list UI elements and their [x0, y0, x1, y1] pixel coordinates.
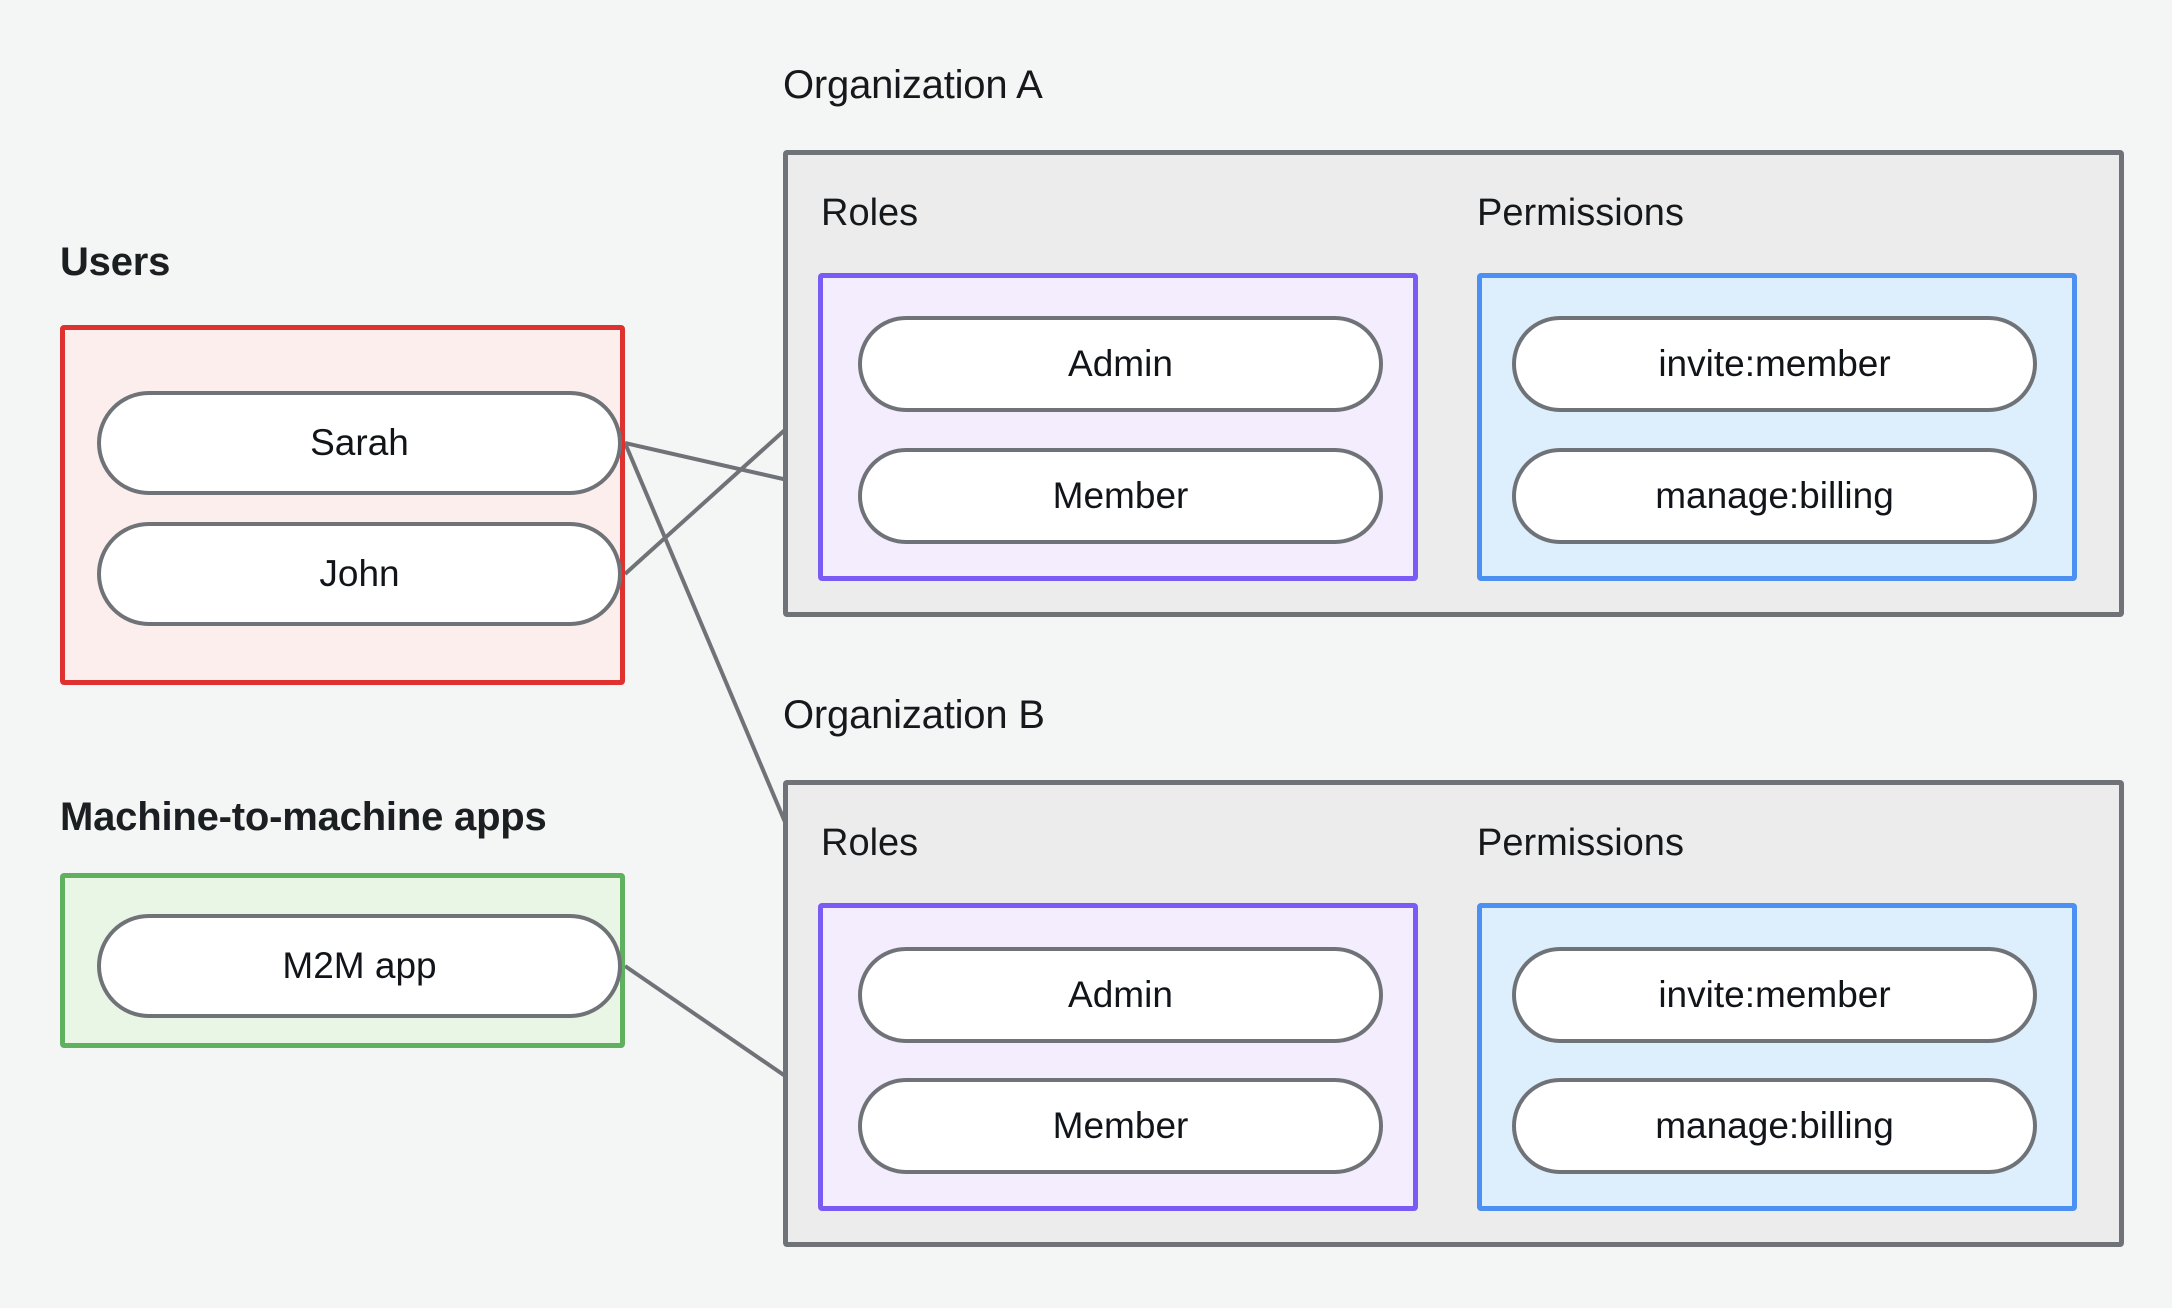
- org-b-role-member-label: Member: [1052, 1105, 1189, 1146]
- org-a-permission-manage-billing[interactable]: manage:billing: [1512, 448, 2037, 544]
- org-a-permissions-label: Permissions: [1477, 192, 1684, 234]
- org-a-role-admin-label: Admin: [1068, 343, 1173, 384]
- org-a-roles-label: Roles: [821, 192, 919, 234]
- m2m-section-label: Machine-to-machine apps: [60, 795, 547, 839]
- org-b-role-admin-label: Admin: [1068, 974, 1173, 1015]
- users-group-box: [60, 325, 625, 685]
- user-node-john-label: John: [319, 553, 400, 594]
- org-b-label: Organization B: [783, 693, 1045, 737]
- org-a-permission-invite-member[interactable]: invite:member: [1512, 316, 2037, 412]
- org-a-label: Organization A: [783, 63, 1043, 107]
- m2m-node-app[interactable]: M2M app: [97, 914, 622, 1018]
- org-a-role-member[interactable]: Member: [858, 448, 1383, 544]
- org-a-permission-invite-member-label: invite:member: [1658, 343, 1891, 384]
- org-a-permission-manage-billing-label: manage:billing: [1655, 475, 1894, 516]
- org-b-permission-invite-member[interactable]: invite:member: [1512, 947, 2037, 1043]
- org-b-role-admin[interactable]: Admin: [858, 947, 1383, 1043]
- org-b-permission-manage-billing-label: manage:billing: [1655, 1105, 1894, 1146]
- user-node-sarah[interactable]: Sarah: [97, 391, 622, 495]
- org-a-role-admin[interactable]: Admin: [858, 316, 1383, 412]
- org-a-role-member-label: Member: [1052, 475, 1189, 516]
- org-b-permissions-label: Permissions: [1477, 822, 1684, 864]
- user-node-sarah-label: Sarah: [310, 422, 409, 463]
- org-b-role-member[interactable]: Member: [858, 1078, 1383, 1174]
- org-b-roles-label: Roles: [821, 822, 919, 864]
- org-b-permission-manage-billing[interactable]: manage:billing: [1512, 1078, 2037, 1174]
- m2m-node-app-label: M2M app: [282, 945, 437, 986]
- users-section-label: Users: [60, 240, 171, 284]
- user-node-john[interactable]: John: [97, 522, 622, 626]
- org-b-permission-invite-member-label: invite:member: [1658, 974, 1891, 1015]
